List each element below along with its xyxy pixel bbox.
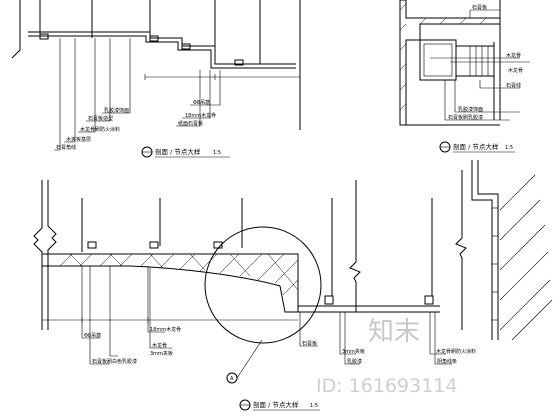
label-b-corner: 阴角线条: [437, 358, 457, 365]
callout-number: A: [230, 376, 234, 382]
label-fireproof: 木龙骨刷防火涂料: [80, 126, 120, 133]
detail-bottom: Φ8吊筋 18mm木龙骨 木龙骨 3mm夹板 石膏板刷白色乳胶漆 石膏板 3mm…: [33, 160, 553, 411]
detail-top-right: 石膏板 木龙骨 木龙骨 石膏线 乳胶漆饰面 石膏板刷乳胶漆 剖面 / 节点大样 …: [399, 0, 530, 153]
label-b-board-paint: 石膏板刷白色乳胶漆: [92, 358, 137, 365]
label-hanger: Φ8吊筋: [193, 99, 210, 106]
label-tr-keel-b: 木龙骨: [508, 67, 523, 74]
title-section-c: 剖面 / 节点大样: [253, 400, 299, 409]
label-cornice: 石膏角线: [56, 144, 76, 151]
label-tr-board: 石膏板: [472, 4, 487, 11]
scale-section-b: 1:5: [505, 145, 513, 151]
ceiling-hatch: [59, 253, 299, 296]
label-paint: 乳胶漆饰面: [104, 107, 129, 114]
label-b-fireproof: 木龙骨刷防火涂料: [436, 348, 476, 355]
scale-section-a: 1:5: [213, 150, 221, 156]
label-tr-keel-a: 木龙骨: [506, 52, 521, 59]
label-b-keel: 木龙骨: [152, 342, 167, 349]
scale-section-c: 1:5: [310, 403, 318, 409]
label-tr-paint: 乳胶漆饰面: [458, 106, 483, 113]
watermark-id: ID: 161693114: [316, 375, 457, 397]
label-b-plywood-2: 3mm夹板: [342, 348, 365, 355]
label-plywood: 木夹板基层: [66, 136, 91, 143]
title-section-b: 剖面 / 节点大样: [453, 142, 499, 151]
label-board-shape: 石膏板造型: [88, 115, 113, 122]
label-b-board: 石膏板: [302, 340, 317, 347]
watermark-brand: 知末: [368, 317, 420, 347]
detail-top-left: Φ8吊筋 18mm木龙骨 纸面石膏板 乳胶漆饰面 石膏板造型 木龙骨刷防火涂料 …: [11, 0, 301, 158]
label-tr-board-paint: 石膏板刷乳胶漆: [448, 114, 483, 121]
label-b-hanger: Φ8吊筋: [84, 332, 101, 339]
label-b-plywood: 3mm夹板: [150, 350, 173, 357]
label-tr-cornice: 石膏线: [506, 82, 521, 89]
label-gypsum: 纸面石膏板: [178, 120, 203, 127]
title-section-a: 剖面 / 节点大样: [155, 147, 201, 156]
label-b-paint: 乳胶漆: [347, 358, 362, 365]
label-keel: 18mm木龙骨: [185, 112, 216, 119]
watermark: 知末 ID: 161693114: [316, 317, 457, 397]
label-b-keel18: 18mm木龙骨: [150, 326, 181, 333]
